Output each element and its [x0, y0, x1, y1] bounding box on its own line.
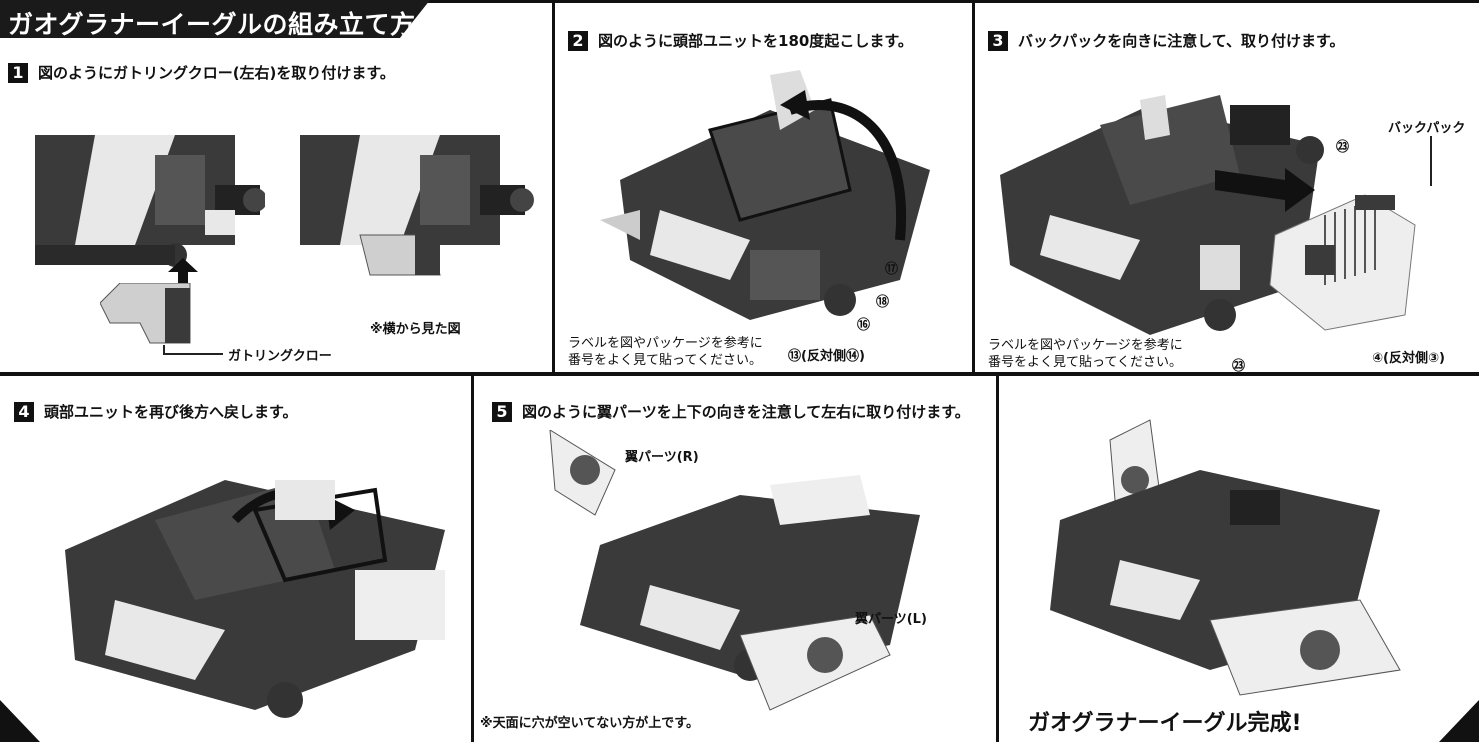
wing-r-label: 翼パーツ(R)	[625, 450, 699, 465]
toy-side-view-after	[300, 135, 534, 276]
gatling-claw-part	[100, 283, 191, 344]
callout-23-bottom: ㉓	[1232, 359, 1246, 374]
arrow-up-icon	[168, 258, 198, 286]
label-note-line1: ラベルを図やパッケージを参考に	[568, 336, 763, 351]
corner-mark	[0, 700, 40, 742]
step-3-header: 3 バックパックを向きに注意して、取り付けます。	[988, 30, 1345, 51]
callout-23-top: ㉓	[1336, 140, 1350, 155]
callout-4: ④(反対側③)	[1372, 351, 1445, 366]
step-number: 2	[568, 30, 588, 51]
column-divider-2	[972, 0, 975, 372]
completed-toy	[1050, 419, 1401, 696]
backpack-label: バックパック	[1388, 121, 1466, 136]
top-surface-note: ※天面に穴が空いてない方が上です。	[480, 716, 699, 731]
step-number: 4	[14, 401, 34, 422]
leader-line	[163, 353, 223, 355]
page-title: ガオグラナーイーグルの組み立て方	[8, 10, 416, 39]
title-banner: ガオグラナーイーグルの組み立て方	[0, 0, 430, 38]
column-divider-1	[552, 0, 555, 372]
step-text: 図のように翼パーツを上下の向きを注意して左右に取り付けます。	[522, 403, 970, 421]
label-note-line2: 番号をよく見て貼ってください。	[988, 355, 1182, 370]
callout-17: ⑰	[885, 262, 899, 277]
callout-13: ⑬(反対側⑭)	[788, 349, 865, 364]
gatling-claw-label: ガトリングクロー	[228, 349, 332, 364]
step-2-header: 2 図のように頭部ユニットを180度起こします。	[568, 30, 913, 51]
label-note-line2: 番号をよく見て貼ってください。	[568, 353, 762, 368]
label-note: ラベルを図やパッケージを参考に 番号をよく見て貼ってください。	[988, 337, 1183, 371]
step-number: 3	[988, 30, 1008, 51]
toy-head-raise-view	[600, 70, 930, 320]
label-note-line1: ラベルを図やパッケージを参考に	[988, 338, 1183, 353]
leader-line	[1430, 136, 1432, 186]
column-divider-3	[471, 376, 474, 742]
step-text: 図のように頭部ユニットを180度起こします。	[598, 32, 913, 50]
step-text: 図のようにガトリングクロー(左右)を取り付けます。	[38, 64, 395, 82]
step-4-header: 4 頭部ユニットを再び後方へ戻します。	[14, 401, 298, 422]
toy-backpack-view	[1000, 95, 1324, 335]
side-view-note: ※横から見た図	[370, 322, 461, 337]
wing-l-label: 翼パーツ(L)	[855, 612, 927, 627]
complete-text: ガオグラナーイーグル完成!	[1028, 711, 1302, 736]
backpack-part	[1269, 194, 1416, 331]
leader-line	[163, 345, 165, 355]
wing-part-r	[549, 430, 616, 516]
step-1-header: 1 図のようにガトリングクロー(左右)を取り付けます。	[8, 62, 395, 83]
callout-16: ⑯	[857, 318, 871, 333]
step-number: 1	[8, 62, 28, 83]
step-text: 頭部ユニットを再び後方へ戻します。	[44, 403, 298, 421]
toy-wing-assembly-view	[580, 475, 920, 711]
column-divider-4	[996, 376, 999, 742]
label-note: ラベルを図やパッケージを参考に 番号をよく見て貼ってください。	[568, 335, 763, 369]
corner-mark	[1439, 700, 1479, 742]
arrow-right-icon	[1215, 168, 1315, 212]
step-text: バックパックを向きに注意して、取り付けます。	[1018, 32, 1345, 50]
row-divider	[0, 372, 1479, 376]
toy-head-lower-view	[65, 480, 445, 718]
step-number: 5	[492, 401, 512, 422]
callout-18: ⑱	[876, 295, 890, 310]
toy-side-view-before	[35, 135, 265, 267]
step-5-header: 5 図のように翼パーツを上下の向きを注意して左右に取り付けます。	[492, 401, 970, 422]
